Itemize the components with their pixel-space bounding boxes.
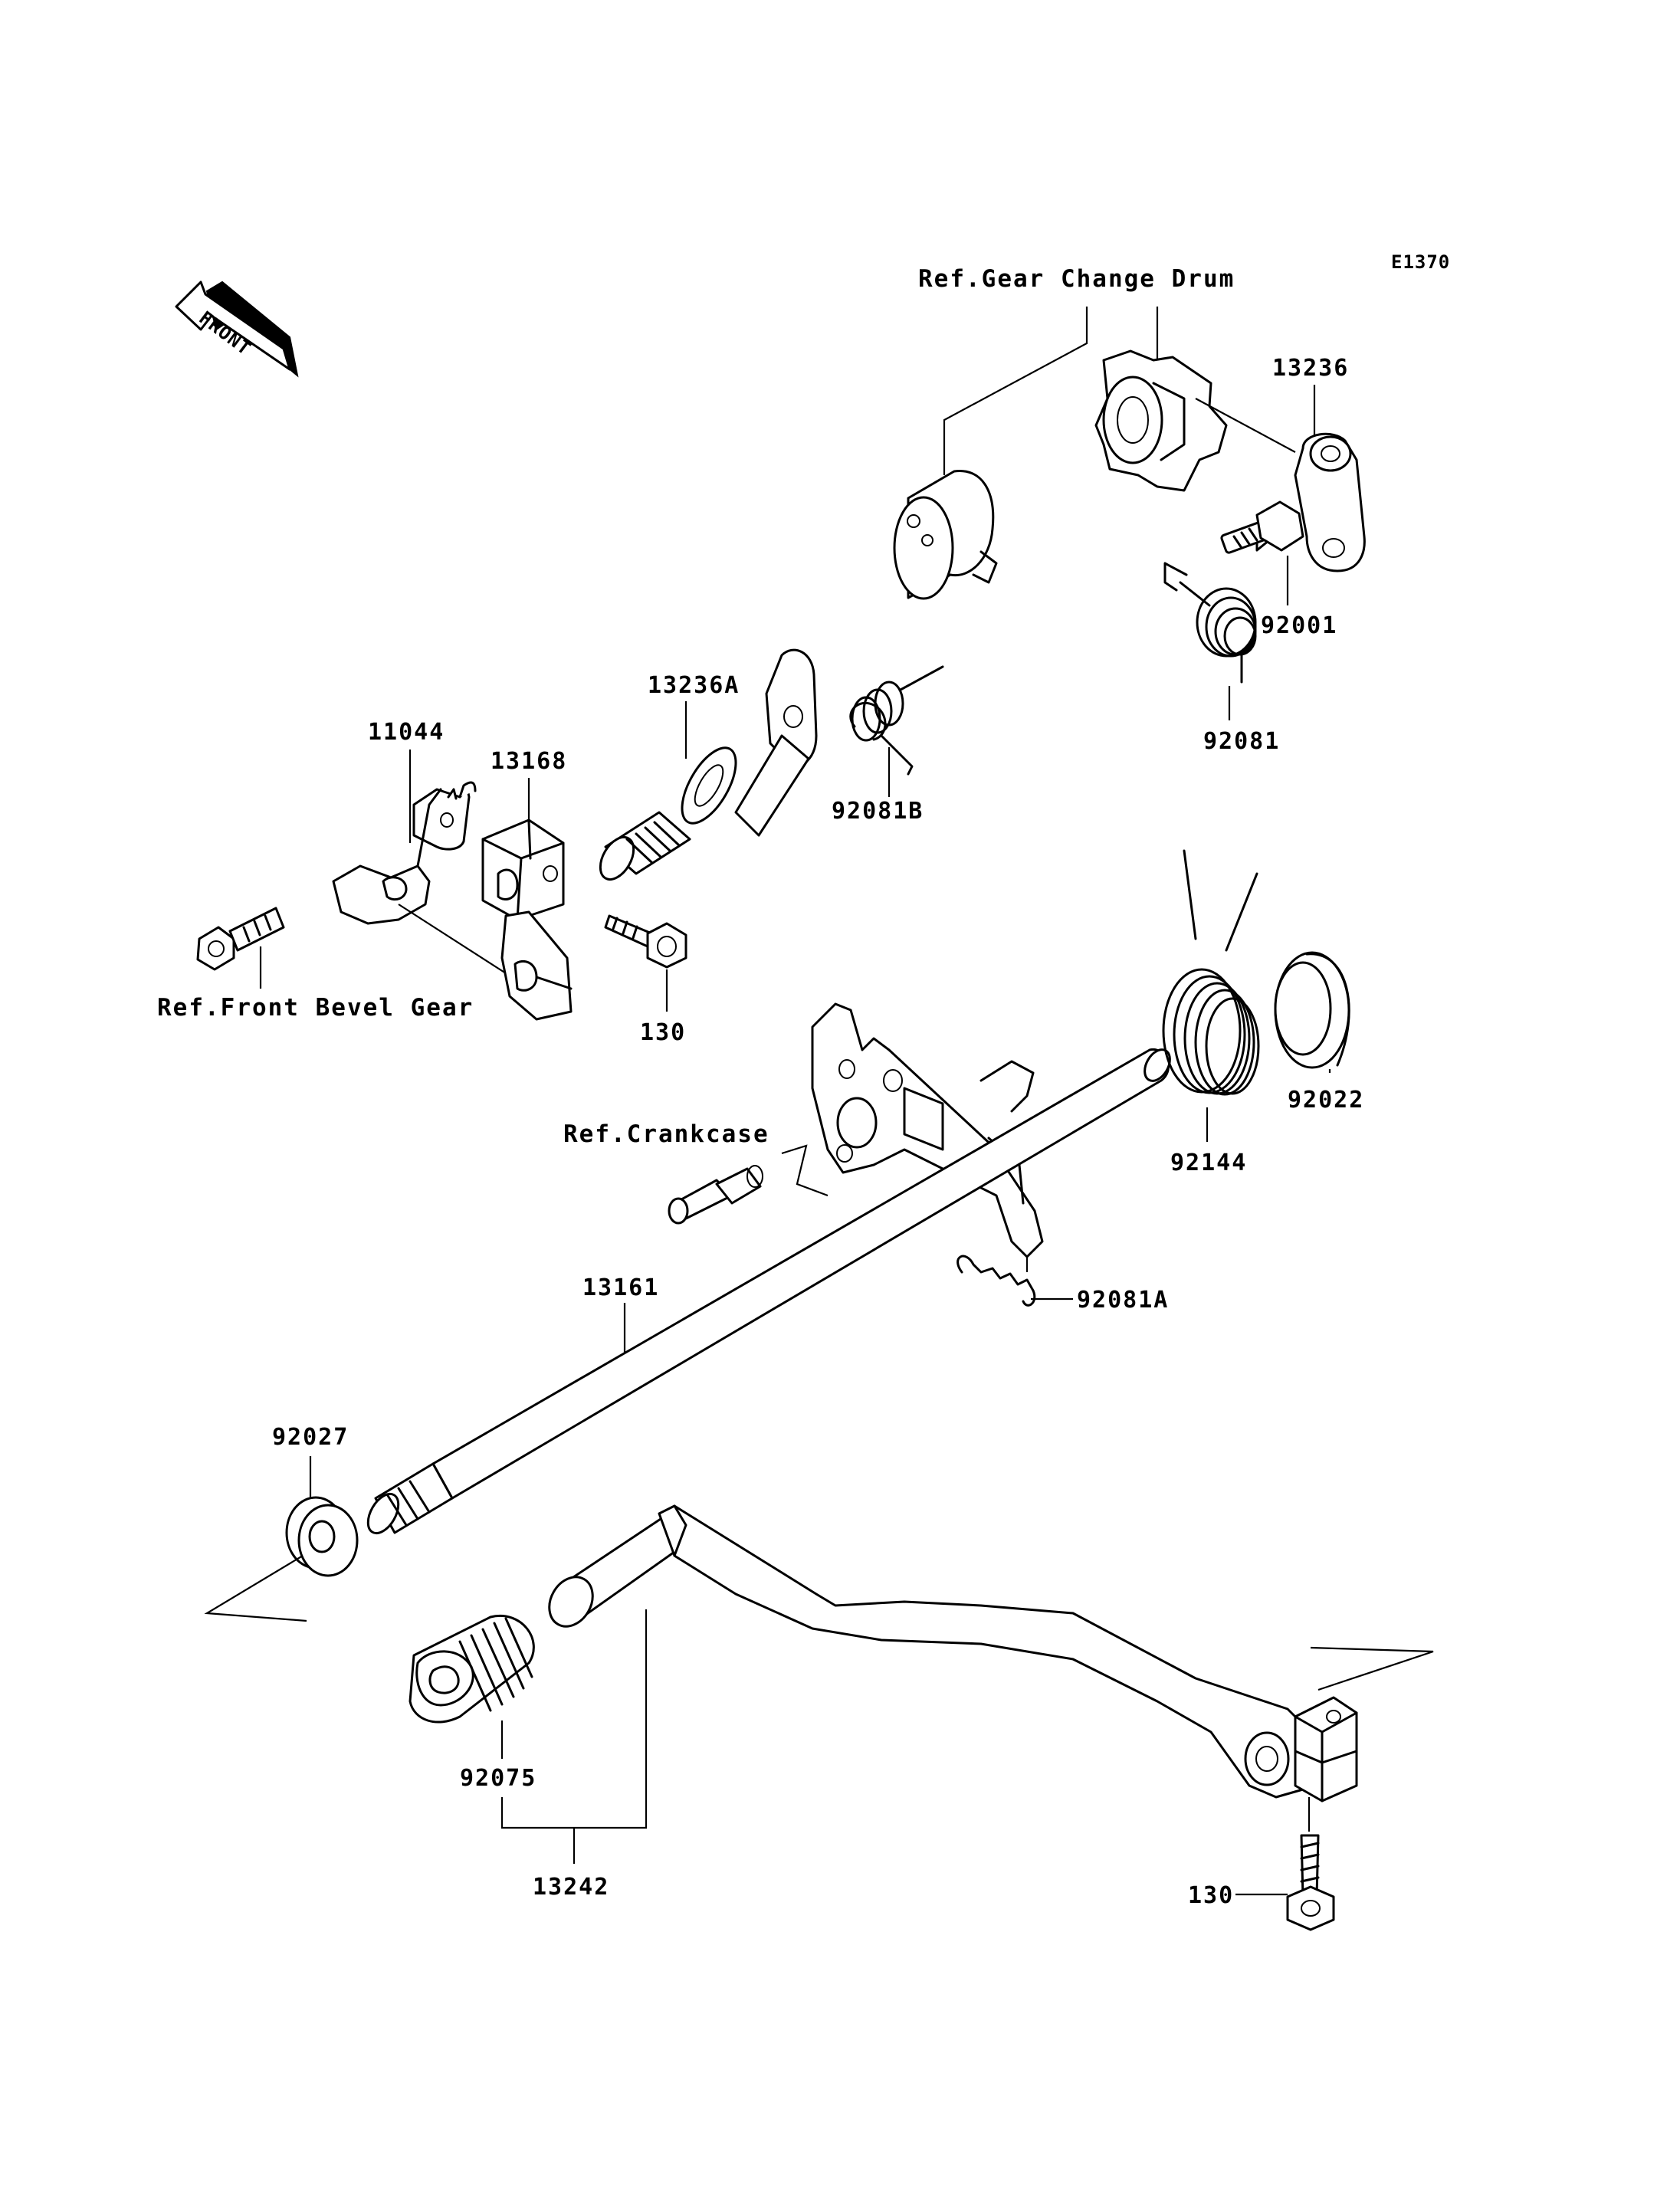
- gear-change-drum-star: [1094, 349, 1228, 492]
- part-92001-bolt: [1220, 500, 1304, 554]
- part-92027-washer: [285, 1496, 359, 1577]
- part-92081A-spring: [956, 1255, 1036, 1307]
- part-13236A-shaft: [599, 648, 818, 881]
- part-92001-label: 92001: [1261, 612, 1337, 639]
- part-130-lower-label: 130: [1188, 1882, 1234, 1909]
- part-92081-label: 92081: [1203, 728, 1280, 755]
- front-bevel-gear-bolt: [196, 907, 285, 971]
- part-130-lower-bolt: [1286, 1834, 1335, 1931]
- part-92081-spring: [1163, 562, 1257, 684]
- part-13161-label: 13161: [582, 1274, 659, 1301]
- part-92144-label: 92144: [1170, 1150, 1247, 1176]
- part-11044-label: 11044: [368, 719, 445, 746]
- part-92027-label: 92027: [272, 1424, 349, 1451]
- part-130-upper-label: 130: [640, 1019, 686, 1046]
- diagram-code: E1370: [1391, 251, 1450, 273]
- part-92081B-label: 92081B: [832, 798, 924, 825]
- part-130-upper-bolt: [604, 914, 687, 969]
- part-13161-shaft: [366, 1048, 1171, 1535]
- part-13242-label: 13242: [533, 1874, 609, 1901]
- part-92144-spring: [1162, 849, 1260, 1096]
- part-13168-label: 13168: [491, 748, 567, 775]
- ref-gear-change-drum: Ref.Gear Change Drum: [918, 265, 1235, 293]
- front-arrow-icon: FRONT: [175, 280, 299, 378]
- ref-crankcase: Ref.Crankcase: [563, 1120, 769, 1148]
- ref-front-bevel-gear: Ref.Front Bevel Gear: [157, 994, 474, 1022]
- part-92022-label: 92022: [1288, 1087, 1364, 1114]
- leader-gear-change-drum: [943, 307, 1088, 475]
- part-13236-label: 13236: [1272, 355, 1349, 382]
- part-11044-bracket: [332, 781, 477, 925]
- shift-shaft-plate: [811, 1002, 1044, 1258]
- part-92075-label: 92075: [460, 1765, 536, 1792]
- crankcase-pin: [668, 1165, 763, 1225]
- part-13236-lever: [1294, 432, 1366, 572]
- part-92022-washer: [1274, 951, 1350, 1069]
- part-13236A-label: 13236A: [648, 672, 740, 699]
- part-13242-pedal: [548, 1504, 1358, 1802]
- part-92081A-label: 92081A: [1077, 1287, 1169, 1314]
- part-92075-rubber: [409, 1615, 535, 1724]
- part-13168-clamp-arm: [481, 818, 573, 1021]
- gear-change-drum-cam: [893, 469, 998, 600]
- part-92081B-spring: [849, 665, 944, 776]
